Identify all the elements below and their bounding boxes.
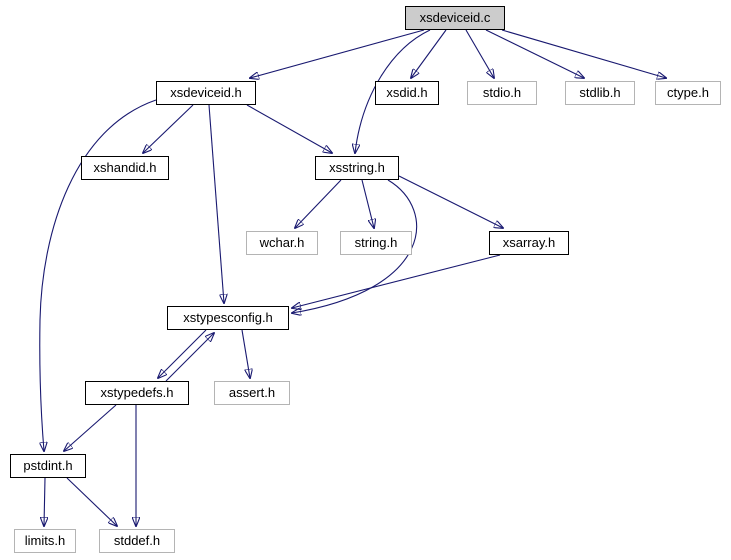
edge-xstypedefs_h-to-xstypesconfig_h <box>165 333 214 382</box>
edge-xsdeviceid_c-to-stdio_h <box>465 29 494 78</box>
edge-pstdint_h-to-stddef_h <box>66 477 117 526</box>
edge-xsdeviceid_h-to-xshandid_h <box>143 104 194 153</box>
edge-xsdeviceid_c-to-stdlib_h <box>485 29 584 78</box>
node-xsstring-h[interactable]: xsstring.h <box>315 156 399 180</box>
node-stdlib-h: stdlib.h <box>565 81 635 105</box>
node-xsdid-h[interactable]: xsdid.h <box>375 81 439 105</box>
node-wchar-h: wchar.h <box>246 231 318 255</box>
node-stddef-h: stddef.h <box>99 529 175 553</box>
node-limits-h: limits.h <box>14 529 76 553</box>
node-xshandid-h[interactable]: xshandid.h <box>81 156 169 180</box>
node-xstypesconfig-h[interactable]: xstypesconfig.h <box>167 306 289 330</box>
node-xsdeviceid-h[interactable]: xsdeviceid.h <box>156 81 256 105</box>
edge-xstypesconfig_h-to-xstypedefs_h <box>158 329 207 378</box>
edge-xsdeviceid_h-to-xstypesconfig_h <box>208 104 224 303</box>
node-ctype-h: ctype.h <box>655 81 721 105</box>
node-xsdeviceid-c: xsdeviceid.c <box>405 6 505 30</box>
edge-xsdeviceid_c-to-xsstring_h <box>355 29 431 153</box>
node-stdio-h: stdio.h <box>467 81 537 105</box>
edge-xsarray_h-to-xstypesconfig_h <box>292 254 501 308</box>
edge-xsdeviceid_h-to-pstdint_h <box>39 99 157 451</box>
edge-xstypesconfig_h-to-assert_h <box>241 329 250 378</box>
edge-xsstring_h-to-wchar_h <box>295 179 342 228</box>
edge-pstdint_h-to-limits_h <box>44 477 45 526</box>
edge-xsstring_h-to-string_h <box>361 179 374 228</box>
node-xsarray-h[interactable]: xsarray.h <box>489 231 569 255</box>
edge-xsdeviceid_c-to-xsdid_h <box>411 29 447 78</box>
edge-xstypedefs_h-to-pstdint_h <box>64 404 117 451</box>
node-pstdint-h[interactable]: pstdint.h <box>10 454 86 478</box>
edge-xsdeviceid_c-to-xsdeviceid_h <box>250 29 425 78</box>
edge-xsdeviceid_h-to-xsstring_h <box>246 104 332 153</box>
edge-xsdeviceid_c-to-ctype_h <box>501 29 666 78</box>
edge-xsstring_h-to-xsarray_h <box>398 175 503 228</box>
node-assert-h: assert.h <box>214 381 290 405</box>
node-string-h: string.h <box>340 231 412 255</box>
node-xstypedefs-h[interactable]: xstypedefs.h <box>85 381 189 405</box>
